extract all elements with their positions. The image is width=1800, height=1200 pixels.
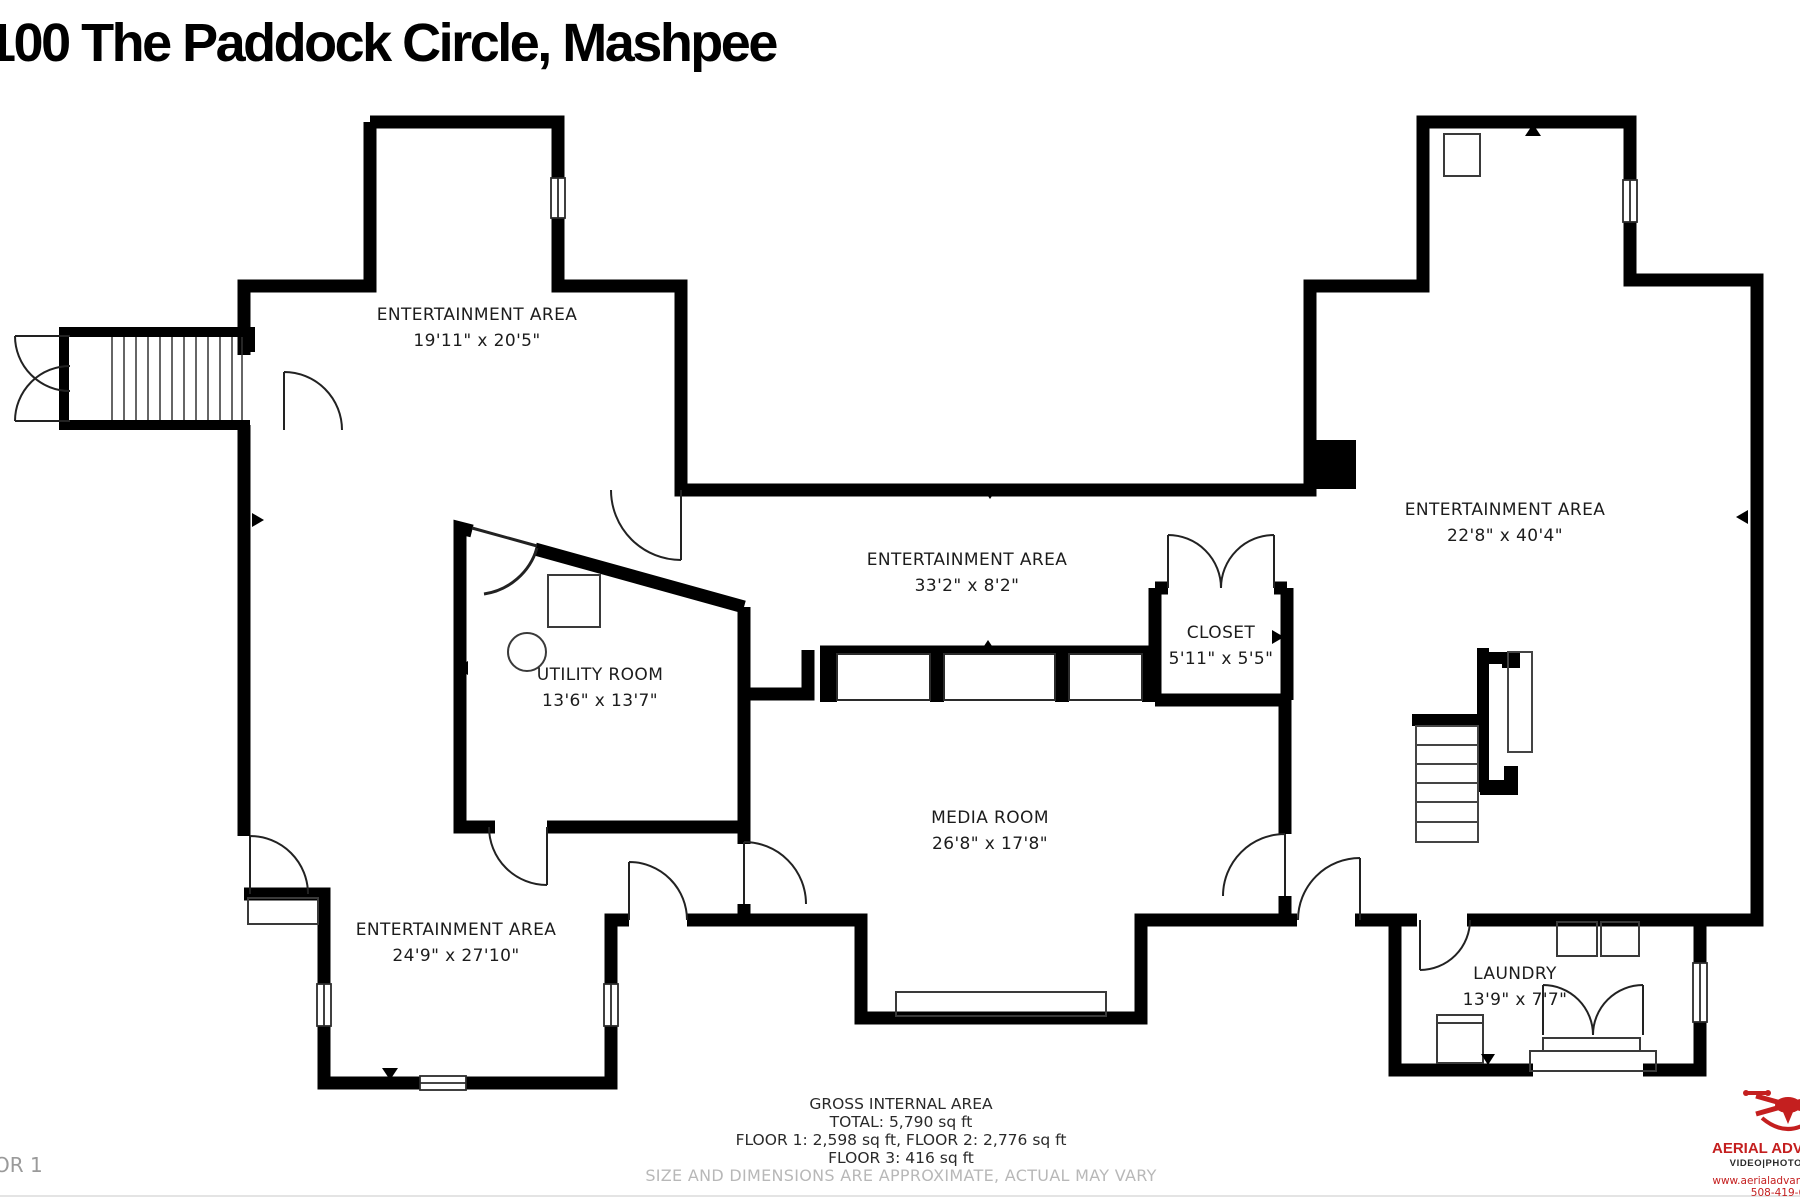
interior-stair-walls xyxy=(1412,648,1520,792)
window xyxy=(550,177,566,219)
room-name: ENTERTAINMENT AREA xyxy=(355,920,557,940)
fixtures xyxy=(247,133,1657,1072)
logo-website: www.aerialadvantagecapeco xyxy=(1712,1175,1800,1187)
room-name: ENTERTAINMENT AREA xyxy=(1404,500,1606,520)
room-dims: 22'8" x 40'4" xyxy=(1447,526,1563,546)
room-dims: 26'8" x 17'8" xyxy=(932,834,1048,854)
area-summary-floors-1-2: FLOOR 1: 2,598 sq ft, FLOOR 2: 2,776 sq … xyxy=(735,1131,1067,1149)
room-label-media-room: MEDIA ROOM 26'8" x 17'8" xyxy=(931,805,1049,857)
room-name: ENTERTAINMENT AREA xyxy=(376,305,578,325)
room-name: ENTERTAINMENT AREA xyxy=(866,550,1068,570)
area-summary: GROSS INTERNAL AREA TOTAL: 5,790 sq ft F… xyxy=(631,1095,1171,1185)
media-room-right-door xyxy=(1222,833,1286,897)
logo-company-name: AERIAL ADVANTAGE xyxy=(1712,1140,1800,1157)
walls-secondary xyxy=(59,327,1520,792)
room-label-entertainment-area-2: ENTERTAINMENT AREA 33'2" x 8'2" xyxy=(867,547,1068,599)
wall-fills xyxy=(820,440,1520,795)
size-disclaimer: SIZE AND DIMENSIONS ARE APPROXIMATE, ACT… xyxy=(645,1166,1157,1185)
window xyxy=(419,1075,467,1091)
exterior-stair-enclosure xyxy=(59,327,255,430)
room-dims: 13'9" x 7'7" xyxy=(1462,990,1568,1010)
window xyxy=(603,983,619,1027)
exterior-stair-double-door xyxy=(14,335,71,422)
room-dims: 19'11" x 20'5" xyxy=(413,331,541,351)
room-label-laundry: LAUNDRY 13'9" x 7'7" xyxy=(1463,961,1568,1013)
room-label-closet: CLOSET 5'11" x 5'5" xyxy=(1169,620,1274,672)
bottom-divider xyxy=(0,1195,1800,1197)
washer xyxy=(1556,921,1598,957)
room-label-utility-room: UTILITY ROOM 13'6" x 13'7" xyxy=(537,662,664,714)
window xyxy=(316,983,332,1027)
laundry-appliance xyxy=(1436,1014,1484,1064)
interior-stair-treads xyxy=(1415,651,1533,843)
laundry-entry-door xyxy=(1419,919,1471,971)
dryer xyxy=(1600,921,1640,957)
room-dims: 24'9" x 27'10" xyxy=(392,946,520,966)
utility-bottom-door xyxy=(488,826,548,886)
walls xyxy=(237,115,1764,1090)
door-threshold xyxy=(1542,1037,1641,1052)
room-dims: 33'2" x 8'2" xyxy=(914,576,1020,596)
left-wing-stair-door xyxy=(283,371,343,431)
wall-markers xyxy=(252,124,1748,1080)
chimney-notch xyxy=(1310,440,1356,489)
closet-double-doors xyxy=(1167,534,1275,589)
utility-room-door xyxy=(471,526,539,596)
doors xyxy=(14,335,1644,1036)
entertainment-sw-door xyxy=(249,835,309,895)
right-tower-window-seat xyxy=(1443,133,1481,177)
media-room-left-door xyxy=(743,841,807,905)
room-label-entertainment-area-4: ENTERTAINMENT AREA 24'9" x 27'10" xyxy=(356,917,557,969)
media-room-wall-openings xyxy=(836,653,1143,701)
room-name: MEDIA ROOM xyxy=(931,808,1049,828)
corridor-left-door xyxy=(610,489,682,561)
area-summary-floor-3: FLOOR 3: 416 sq ft xyxy=(828,1149,974,1167)
logo-phone: 508-419-6149 xyxy=(1750,1187,1800,1199)
room-dims: 5'11" x 5'5" xyxy=(1168,649,1274,669)
stair-railing xyxy=(1507,651,1533,753)
room-name: LAUNDRY xyxy=(1473,964,1557,984)
area-summary-total: TOTAL: 5,790 sq ft xyxy=(829,1113,973,1131)
area-summary-heading: GROSS INTERNAL AREA xyxy=(809,1095,993,1113)
window xyxy=(1692,962,1708,1023)
logo-tagline: VIDEO|PHOTOGRAPHY xyxy=(1729,1158,1800,1169)
photographer-logo: AERIAL ADVANTAGE VIDEO|PHOTOGRAPHY www.a… xyxy=(1700,1080,1800,1199)
windows xyxy=(316,177,1708,1091)
media-room-step xyxy=(895,991,1107,1017)
property-address-title: 100 The Paddock Circle, Mashpee xyxy=(0,13,778,73)
room-label-entertainment-area-3: ENTERTAINMENT AREA 22'8" x 40'4" xyxy=(1405,497,1606,549)
drone-icon xyxy=(1743,1090,1800,1131)
window-seat xyxy=(247,897,319,925)
window xyxy=(1622,179,1638,223)
room-name: UTILITY ROOM xyxy=(536,665,664,685)
room-dims: 13'6" x 13'7" xyxy=(542,691,658,711)
laundry-french-doors xyxy=(1542,984,1644,1036)
room-name: CLOSET xyxy=(1186,623,1256,643)
door-step xyxy=(1529,1050,1657,1072)
utility-water-tank xyxy=(507,632,547,672)
right-wing-back-door xyxy=(1297,857,1361,921)
room-label-entertainment-area-1: ENTERTAINMENT AREA 19'11" x 20'5" xyxy=(377,302,578,354)
exterior-stair-treads xyxy=(111,337,243,420)
vestibule-door xyxy=(628,861,688,921)
floor-number-label: OR 1 xyxy=(0,1153,43,1177)
utility-hvac-unit xyxy=(547,574,601,628)
